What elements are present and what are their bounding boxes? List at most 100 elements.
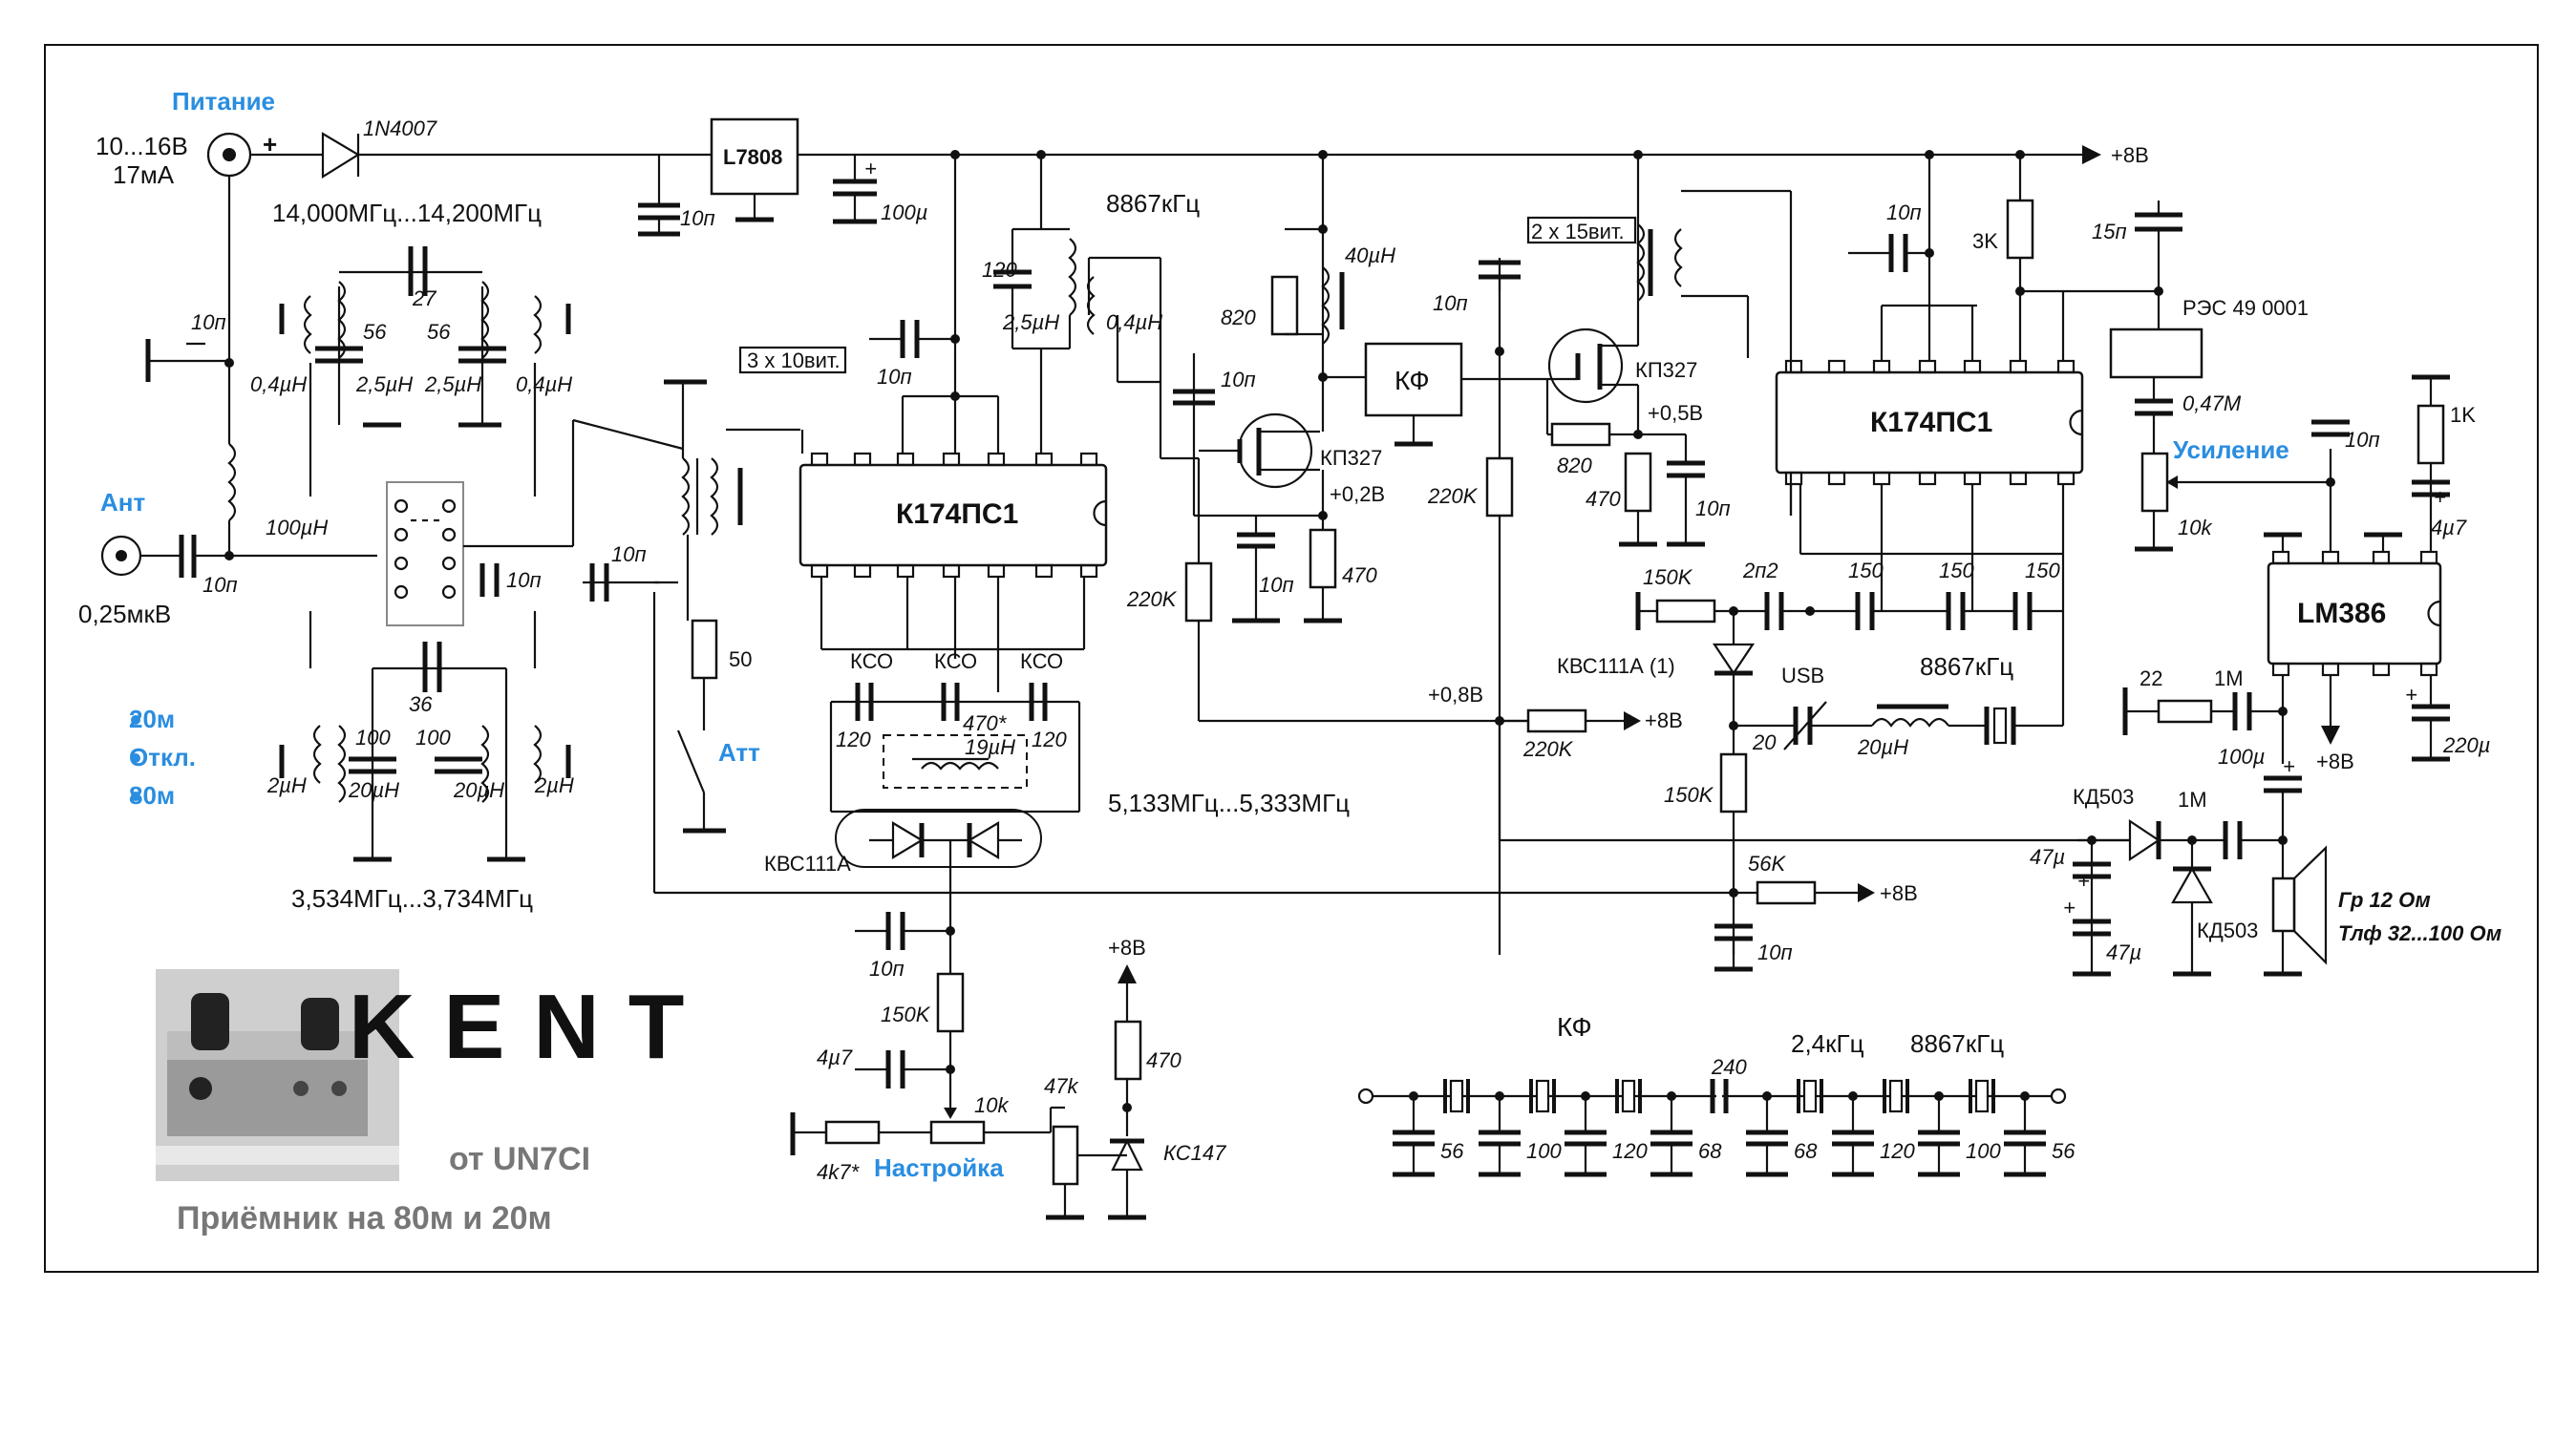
- amp2-transistor-icon: [1547, 328, 1624, 404]
- antenna-cap-label: 10п: [202, 573, 238, 597]
- bfo2-res-label: 150K: [1643, 565, 1693, 589]
- audio-gain-cap-label: 4µ7: [2431, 516, 2467, 539]
- regulator-label: L7808: [723, 145, 782, 169]
- bfo2-coil-label: 20µН: [1857, 735, 1908, 759]
- lm386-label: LM386: [2297, 598, 2386, 629]
- detector-cap1-label: 47µ: [2030, 845, 2065, 869]
- audio-in-res-label: 22: [2140, 666, 2162, 690]
- band20-top-cap-label: 27: [412, 286, 436, 310]
- mixer1-atten-res-label: 50: [729, 647, 752, 671]
- speaker-icon: [2271, 877, 2296, 933]
- crystal-filter-series-cap: 240: [1711, 1055, 1747, 1079]
- bfo2-gnd-res-label: 56K: [1748, 852, 1786, 876]
- diode-icon: [321, 132, 361, 179]
- band80-cap1-label: 100: [355, 726, 391, 750]
- vfo-low-res-label: 4k7*: [817, 1160, 860, 1184]
- band80-coil2-label: 20µН: [453, 778, 504, 802]
- crystal-filter-cap-label: 56: [2052, 1139, 2076, 1163]
- gain-pot[interactable]: [2140, 452, 2169, 513]
- vfo-kso2-label: КСО: [934, 649, 977, 673]
- crystal-filter-cap-label: 56: [1440, 1139, 1464, 1163]
- vfo-pot2-label: 47k: [1044, 1074, 1078, 1098]
- relay-cap-label: 0,47М: [2182, 391, 2242, 415]
- amp2-transformer-label: 2 х 15вит.: [1531, 220, 1625, 243]
- amp1-drain-res-label: 820: [1221, 306, 1256, 329]
- audio-input-cap-label: 10п: [2345, 428, 2380, 452]
- vfo-zener-label: КС147: [1163, 1141, 1226, 1165]
- amp1-transistor-icon: [1237, 412, 1313, 489]
- band80-top-cap-label: 36: [409, 692, 433, 716]
- vfo-feed-res-label: 150K: [881, 1003, 931, 1026]
- amp2-transistor-label: КП327: [1635, 358, 1697, 382]
- tune-label: Настройка: [874, 1153, 1004, 1182]
- amp2-rail-label: +8В: [1645, 708, 1683, 732]
- speaker-label: Гр 12 Ом: [2338, 888, 2431, 912]
- crystal-filter-block: КФ 10п: [1364, 258, 1547, 955]
- rail-arrow-icon: [2082, 145, 2101, 164]
- detector-cap2-label: 47µ: [2106, 940, 2141, 964]
- band-switch[interactable]: [386, 481, 464, 626]
- antenna-choke-label: 100µН: [266, 516, 328, 539]
- kf-block: [1364, 342, 1463, 417]
- band80-freq: 3,534МГц...3,734МГц: [291, 884, 533, 913]
- power-title: Питание: [172, 87, 275, 116]
- amp1-transistor-label: КП327: [1320, 446, 1382, 470]
- band20-coil-right-label: 0,4µН: [516, 372, 572, 396]
- vfo-varicap-label: КВС111А: [764, 852, 851, 876]
- kf-cap-label: 10п: [1433, 291, 1468, 315]
- mixer2-section: К174ПС1 10п 3K 15п РЭС 49 0001: [1775, 150, 2331, 552]
- vfo-section: КСО КСО КСО 470* 120 120 19µН КВС111А 5,…: [764, 577, 1350, 1220]
- tune-pot[interactable]: [929, 1120, 986, 1145]
- band20-coupling-cap-label: 10п: [191, 310, 226, 334]
- crystal-filter-title: КФ: [1557, 1012, 1592, 1042]
- amp1-coil-label: 40µН: [1345, 243, 1395, 267]
- power-section: Питание 10...16В 17мА + 1N4007 L7808 10п…: [96, 87, 2149, 444]
- atten-label: Атт: [718, 738, 760, 767]
- bfo2-section: 150K 2п2 150 150 150 КВС111А (1) USB 20: [654, 484, 2130, 972]
- amp2-bias-label: +0,5В: [1648, 401, 1703, 425]
- vfo-kso3-label: КСО: [1020, 649, 1063, 673]
- mixer2-chip-label: К174ПС1: [1870, 407, 1992, 438]
- power-voltage: 10...16В: [96, 132, 188, 160]
- amp1-src-res-label: 470: [1342, 563, 1377, 587]
- band80-coil1-label: 20µН: [348, 778, 399, 802]
- reg-input-cap-label: 10п: [680, 206, 715, 230]
- vfo-right-cap-label: 120: [1032, 728, 1067, 751]
- antenna-section: Ант 0,25мкВ 10п 100µН 10п 20м Откл. 80м: [78, 443, 573, 810]
- diode-label: 1N4007: [363, 116, 437, 140]
- mixer1-transformer-label: 3 х 10вит.: [747, 349, 841, 372]
- bfo2-cap2-label: 150: [1939, 559, 1974, 582]
- bfo2-rail-label: +8В: [1880, 881, 1918, 905]
- amp2-section: 2 х 15вит. КП327 820 +0,5В 470 10п: [1199, 150, 1793, 761]
- reg-output-cap-label: 100µ: [881, 201, 927, 224]
- band20-coil2-label: 2,5µН: [424, 372, 481, 396]
- band20-cap2-label: 56: [427, 320, 451, 344]
- vfo-rail-label: +8В: [1108, 936, 1146, 960]
- svg-text:+: +: [864, 157, 877, 180]
- audio-in-res2-label: 1M: [2214, 666, 2244, 690]
- mixer2-decoupling-cap-label: 10п: [1886, 201, 1922, 224]
- svg-text:+: +: [2405, 683, 2417, 707]
- amp1-bias-label: +0,2В: [1330, 482, 1385, 506]
- vfo-range: 5,133МГц...5,333МГц: [1108, 789, 1350, 817]
- power-current: 17мА: [113, 160, 175, 189]
- amp2-src-res-label: 820: [1557, 454, 1592, 477]
- audio-out-cap-label: 100µ: [2218, 745, 2265, 769]
- crystal-filter-cap-label: 100: [1966, 1139, 2001, 1163]
- power-plus-sign: +: [263, 130, 277, 158]
- vfo-pot-label: 10k: [974, 1093, 1009, 1117]
- vfo-elec-cap-label: 4µ7: [817, 1046, 853, 1069]
- atten-switch[interactable]: [676, 729, 706, 793]
- vfo-coil-label: 19µН: [965, 735, 1015, 759]
- vfo-kso1-label: КСО: [850, 649, 893, 673]
- crystal-filter-cap-label: 100: [1526, 1139, 1562, 1163]
- detector-diode1-label: КД503: [2073, 785, 2134, 809]
- bfo1-coil-label: 2,5µН: [1002, 310, 1059, 334]
- crystal-filter-bw: 2,4кГц: [1791, 1029, 1864, 1058]
- detector-res-label: 1M: [2178, 788, 2207, 812]
- author-credit: от UN7CI: [449, 1141, 590, 1177]
- mixer2-relay-cap-label: 15п: [2092, 220, 2127, 243]
- antenna-sensitivity: 0,25мкВ: [78, 600, 171, 628]
- gain-pot-label: 10k: [2178, 516, 2212, 539]
